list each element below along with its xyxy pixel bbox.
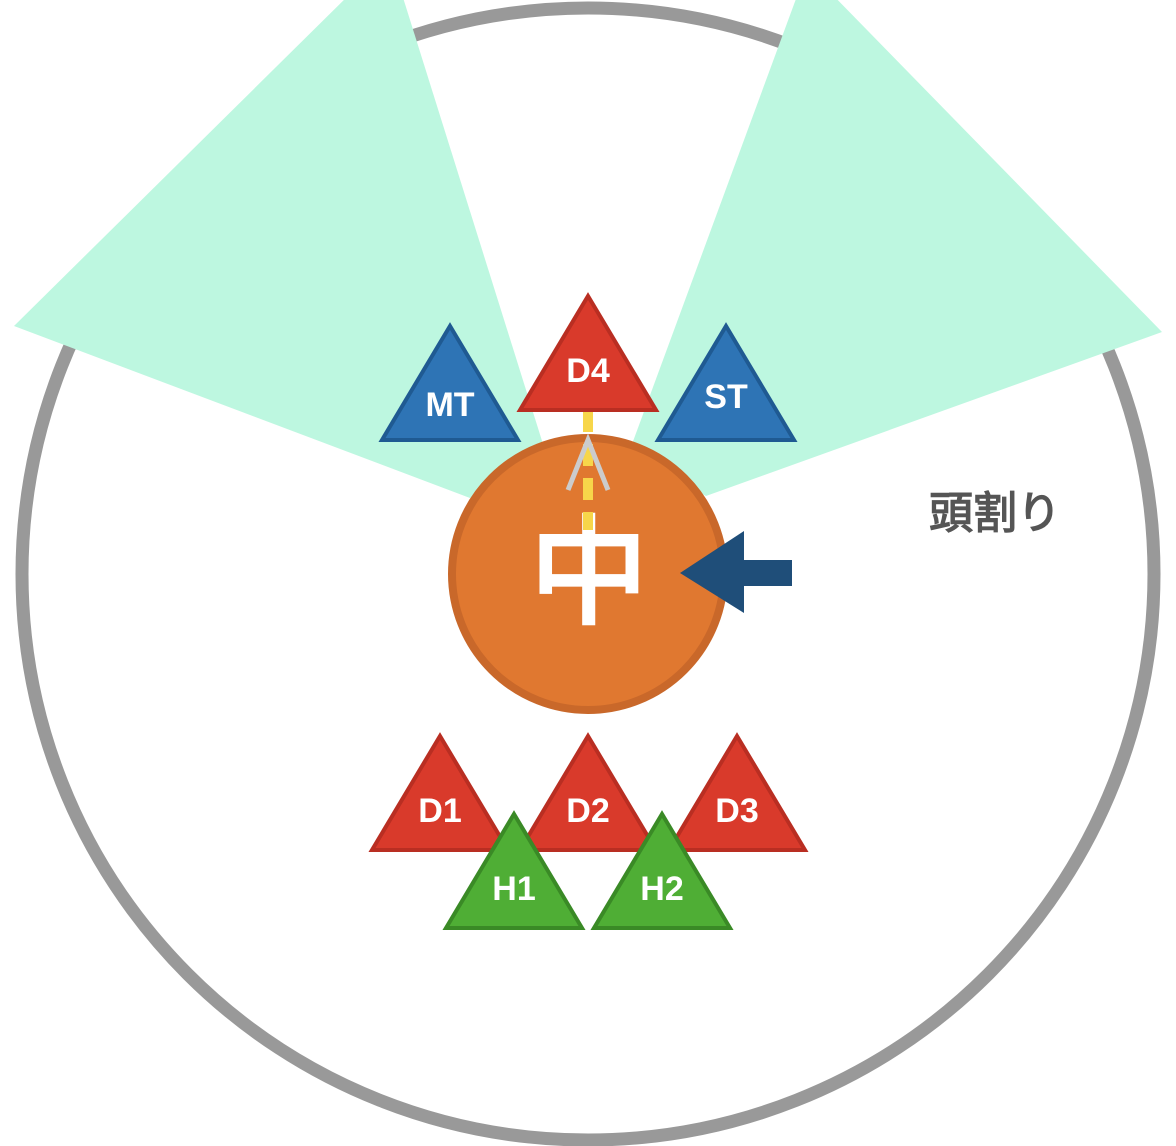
knockback-arrow [680,531,792,613]
knockback-arrow-shaft [736,560,792,586]
player-D2: D2 [516,732,660,852]
player-D3: D3 [665,732,809,852]
player-label: D4 [566,352,610,390]
player-D1: D1 [368,732,512,852]
boss-facing-marker [565,433,611,491]
dps-triangle [368,732,512,852]
player-label: D1 [418,792,461,830]
player-H2: H2 [590,810,734,930]
player-label: ST [704,378,748,416]
player-H1: H1 [442,810,586,930]
dps-triangle [665,732,809,852]
player-MT: MT [378,322,522,442]
cleave-zone-right [628,0,1162,496]
player-label: H2 [640,870,683,908]
healer-triangle [590,810,734,930]
player-label: H1 [492,870,535,908]
tank-triangle [378,322,522,442]
player-D4: D4 [516,292,660,412]
knockback-arrow-head [680,531,744,613]
player-label: D2 [566,792,609,830]
player-ST: ST [654,322,798,442]
tank-triangle [654,322,798,442]
dps-triangle [516,292,660,412]
healer-triangle [442,810,586,930]
cleave-zone-left [14,0,548,498]
player-label: MT [425,386,474,424]
stack-marker-label: 頭割り [929,488,1061,539]
player-label: D3 [715,792,758,830]
dps-triangle [516,732,660,852]
